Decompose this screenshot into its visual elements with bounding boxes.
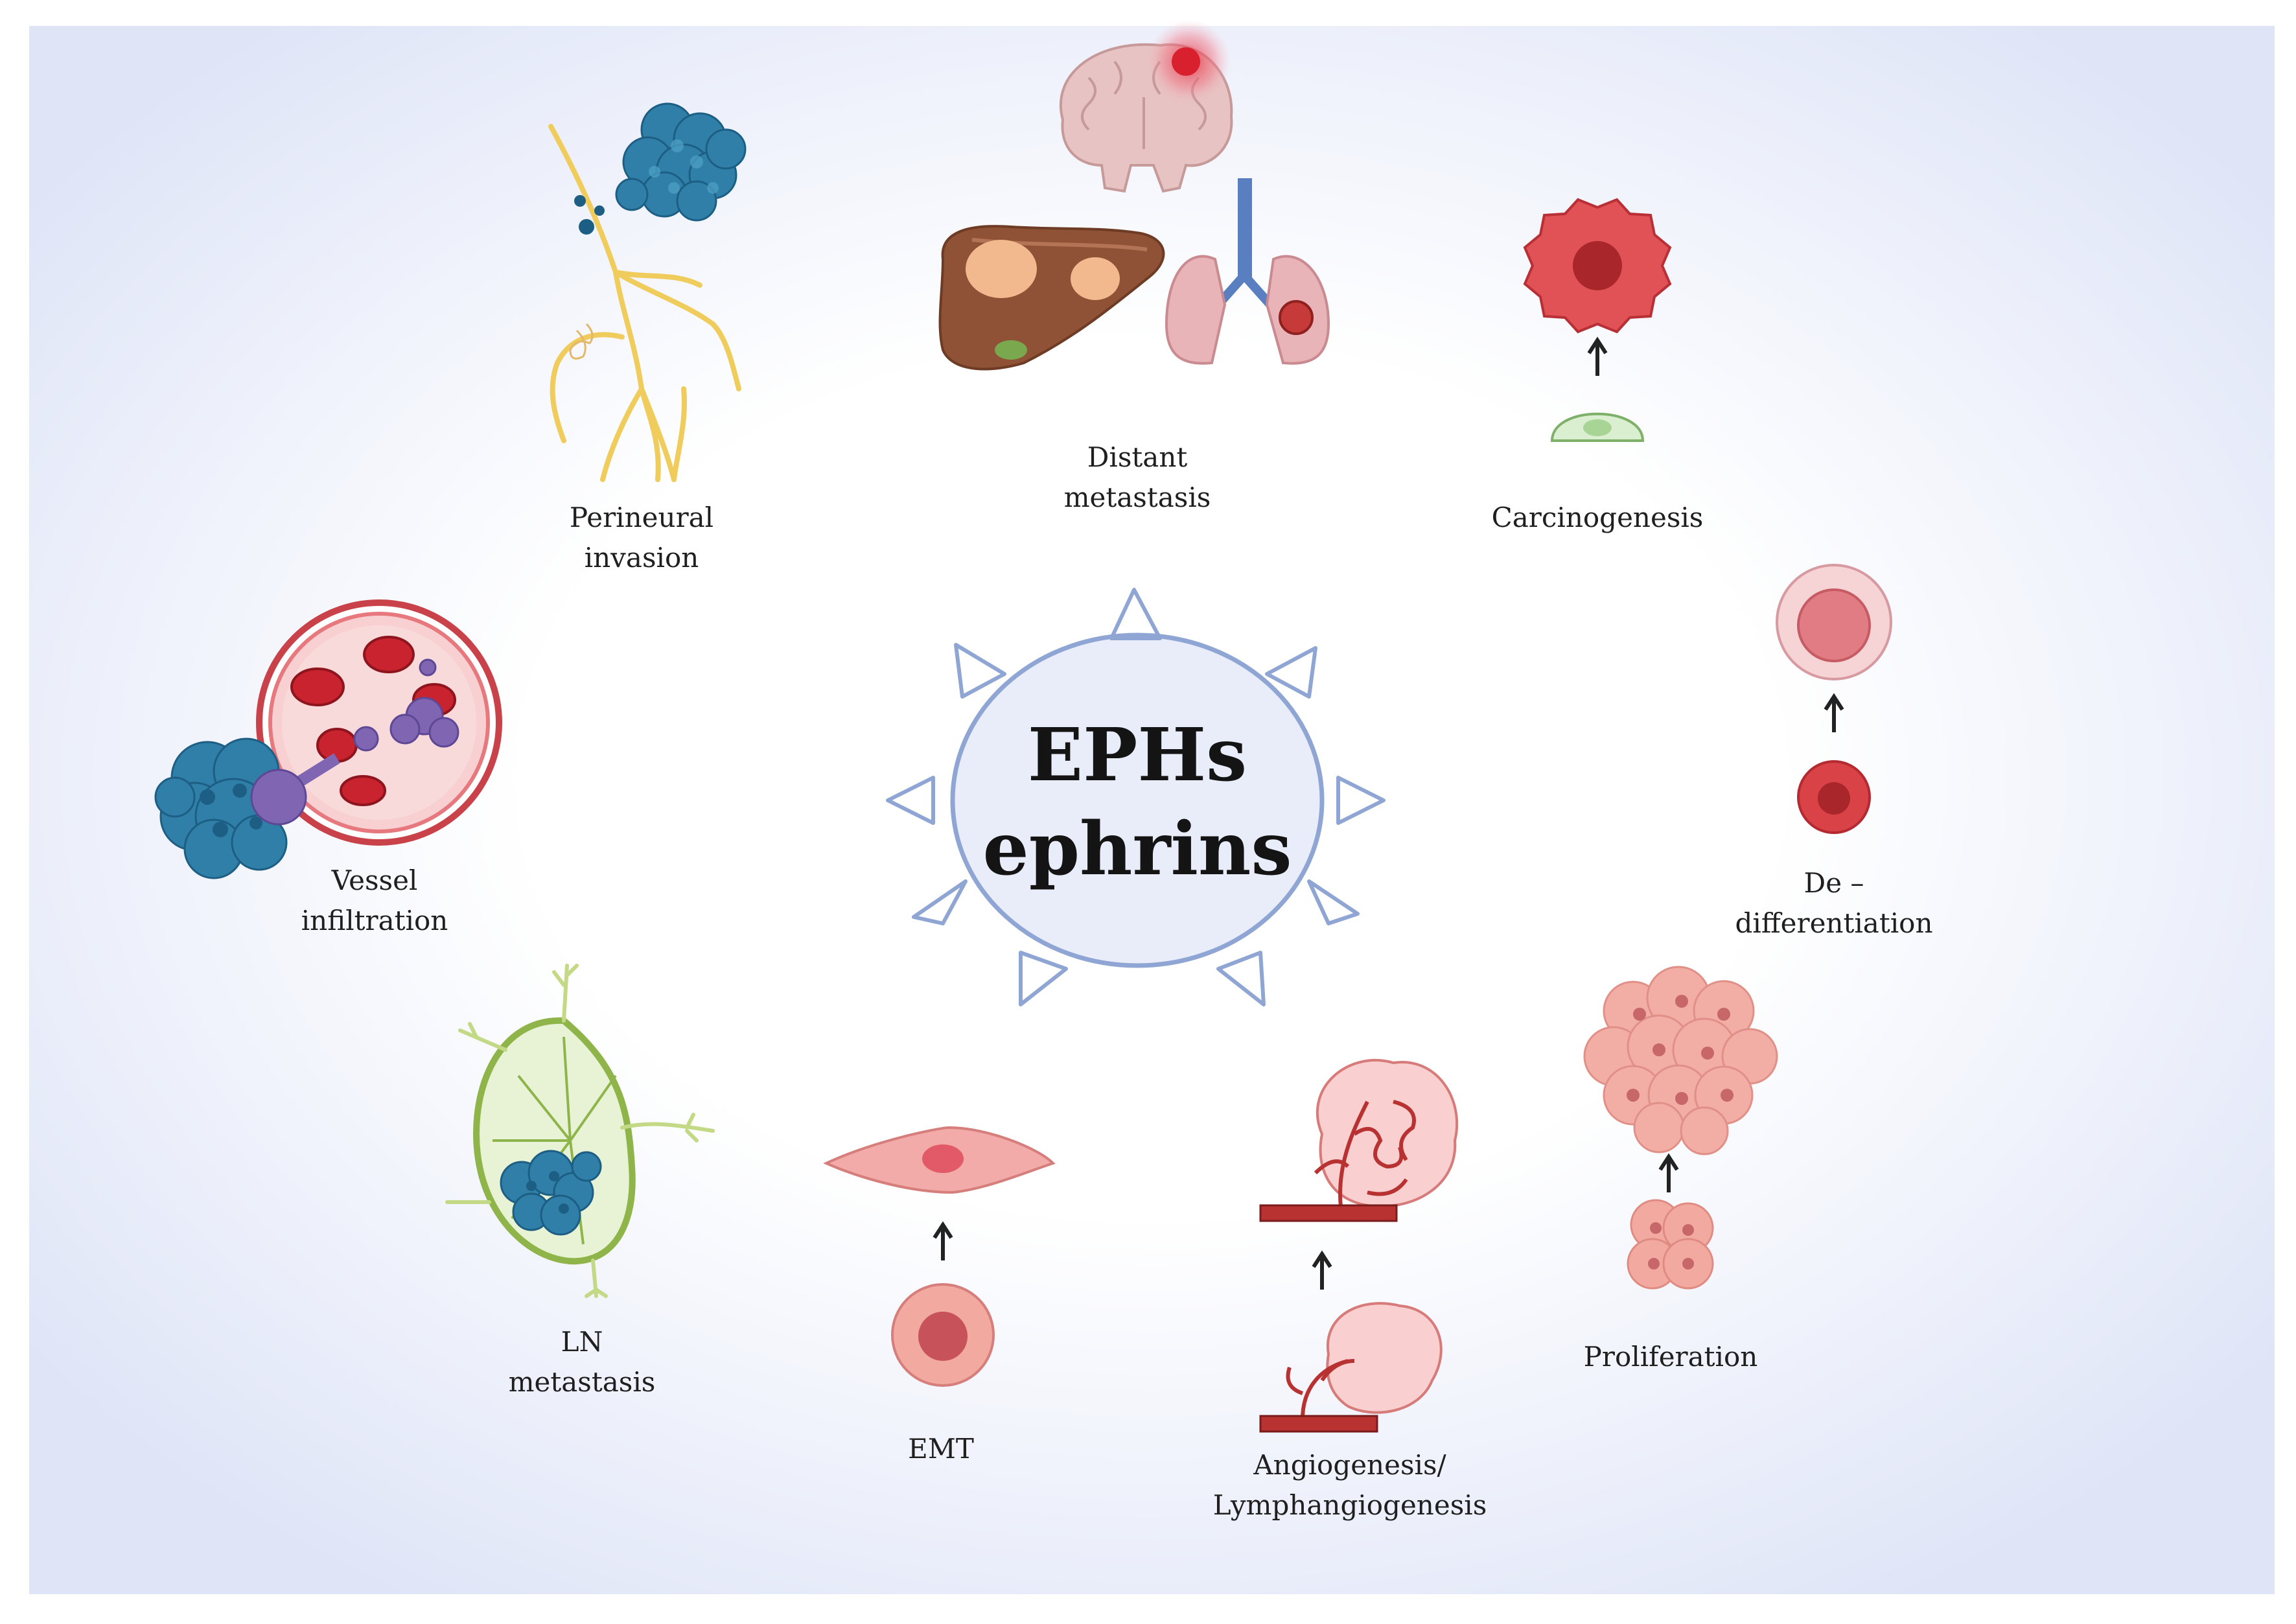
- ray-triangle-top: [1109, 588, 1162, 640]
- label-distant-metastasis: Distant metastasis: [1064, 437, 1211, 518]
- lungs-illustration: [1165, 178, 1330, 365]
- ray-triangle-top-right: [1265, 646, 1317, 699]
- perineural-illustration: [548, 102, 747, 482]
- de-differentiation-illustration: [1776, 564, 1892, 834]
- ray-triangle-left-lower: [912, 879, 968, 925]
- ray-triangle-bottom-left: [1019, 951, 1068, 1006]
- label-carcinogenesis-line1: Carcinogenesis: [1491, 502, 1704, 533]
- center-title-line1: EPHs: [1027, 713, 1247, 798]
- vessel-illustration: [154, 599, 502, 879]
- label-de-differentiation: De – differentiation: [1735, 863, 1933, 944]
- label-vessel-infiltration-line2: infiltration: [301, 905, 448, 936]
- label-perineural-invasion-line2: invasion: [584, 542, 699, 574]
- label-proliferation: Proliferation: [1584, 1337, 1758, 1377]
- label-angiogenesis-line1: Angiogenesis/: [1253, 1449, 1446, 1481]
- label-perineural-invasion-line1: Perineural: [569, 502, 714, 533]
- proliferation-illustration: [1583, 966, 1778, 1290]
- label-de-differentiation-line2: differentiation: [1735, 907, 1933, 939]
- label-angiogenesis: Angiogenesis/ Lymphangiogenesis: [1213, 1445, 1487, 1525]
- angiogenesis-illustration: [1259, 1059, 1459, 1433]
- center-hub: [886, 588, 1386, 1006]
- label-ln-metastasis-line1: LN: [561, 1326, 603, 1358]
- label-vessel-infiltration-line1: Vessel: [331, 864, 418, 896]
- center-ellipse: [950, 632, 1325, 968]
- ray-triangle-bottom-right-upper: [1307, 879, 1360, 925]
- carcinogenesis-illustration: [1523, 198, 1672, 442]
- label-proliferation-line1: Proliferation: [1583, 1341, 1758, 1373]
- label-carcinogenesis: Carcinogenesis: [1492, 498, 1704, 538]
- label-distant-metastasis-line2: metastasis: [1063, 481, 1211, 513]
- label-distant-metastasis-line1: Distant: [1087, 441, 1188, 473]
- center-title-line2: ephrins: [982, 807, 1292, 892]
- label-perineural-invasion: Perineural invasion: [570, 498, 713, 578]
- ray-triangle-right: [1336, 776, 1386, 825]
- liver-illustration: [938, 225, 1165, 371]
- label-ln-metastasis: LN metastasis: [509, 1322, 656, 1402]
- label-de-differentiation-line1: De –: [1803, 867, 1864, 899]
- label-angiogenesis-line2: Lymphangiogenesis: [1212, 1489, 1487, 1521]
- label-emt-line1: EMT: [908, 1433, 974, 1465]
- emt-illustration: [823, 1126, 1056, 1387]
- label-emt: EMT: [908, 1429, 974, 1469]
- label-vessel-infiltration: Vessel infiltration: [301, 861, 448, 941]
- ray-triangle-bottom-right: [1216, 951, 1266, 1006]
- brain-illustration: [1059, 19, 1233, 193]
- ln-illustration: [445, 964, 715, 1298]
- ray-triangle-left: [886, 776, 935, 825]
- ray-triangle-top-left: [954, 643, 1006, 699]
- label-ln-metastasis-line2: metastasis: [508, 1366, 656, 1398]
